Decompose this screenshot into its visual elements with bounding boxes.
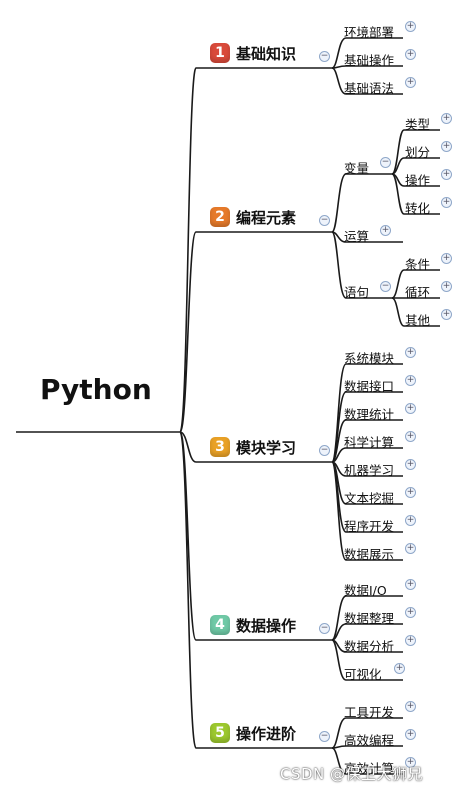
branch-1[interactable]: 1 基础知识 (210, 40, 296, 66)
expand-toggle-icon[interactable]: + (405, 543, 416, 554)
connector-line (331, 623, 403, 641)
connector-line (331, 231, 392, 299)
connector-line (331, 173, 392, 233)
topic-node[interactable]: 数据分析 (344, 639, 395, 654)
expand-toggle-icon[interactable]: + (405, 729, 416, 740)
collapse-toggle-icon[interactable]: − (319, 215, 330, 226)
expand-toggle-icon[interactable]: + (405, 347, 416, 358)
branch-label: 基础知识 (236, 44, 297, 63)
expand-toggle-icon[interactable]: + (441, 169, 452, 180)
topic-node[interactable]: 科学计算 (344, 435, 395, 450)
number-badge: 1 (210, 43, 230, 63)
expand-toggle-icon[interactable]: + (405, 515, 416, 526)
collapse-toggle-icon[interactable]: − (319, 731, 330, 742)
topic-node[interactable]: 工具开发 (344, 705, 395, 720)
expand-toggle-icon[interactable]: + (441, 281, 452, 292)
root-topic: Python (40, 373, 152, 406)
topic-node[interactable]: 变量 (344, 161, 370, 176)
topic-node[interactable]: 高效编程 (344, 733, 395, 748)
subtopic-node[interactable]: 其他 (405, 313, 431, 328)
topic-node[interactable]: 高效计算 (344, 761, 395, 776)
collapse-toggle-icon[interactable]: − (319, 51, 330, 62)
collapse-toggle-icon[interactable]: − (319, 445, 330, 456)
number-badge: 3 (210, 437, 230, 457)
connector-line (331, 747, 403, 775)
topic-node[interactable]: 机器学习 (344, 463, 395, 478)
connector-line (331, 37, 403, 69)
subtopic-node[interactable]: 条件 (405, 257, 431, 272)
expand-toggle-icon[interactable]: + (405, 701, 416, 712)
expand-toggle-icon[interactable]: + (405, 77, 416, 88)
expand-toggle-icon[interactable]: + (405, 607, 416, 618)
topic-node[interactable]: 运算 (344, 229, 370, 244)
topic-node[interactable]: 基础语法 (344, 81, 395, 96)
branch-label: 数据操作 (236, 616, 297, 635)
connector-line (179, 231, 197, 433)
connector-line (391, 269, 440, 299)
expand-toggle-icon[interactable]: + (405, 635, 416, 646)
branch-3[interactable]: 3 模块学习 (210, 434, 296, 460)
expand-toggle-icon[interactable]: + (380, 225, 391, 236)
topic-node[interactable]: 系统模块 (344, 351, 395, 366)
collapse-toggle-icon[interactable]: − (380, 157, 391, 168)
branch-4[interactable]: 4 数据操作 (210, 612, 296, 638)
watermark: CSDN @保卫大狮兄 (280, 765, 424, 783)
connector-line (331, 447, 403, 463)
connector-line (391, 157, 440, 175)
branch-label: 编程元素 (236, 208, 297, 227)
number-badge: 5 (210, 723, 230, 743)
topic-node[interactable]: 程序开发 (344, 519, 395, 534)
expand-toggle-icon[interactable]: + (405, 431, 416, 442)
branch-label: 模块学习 (236, 438, 297, 457)
expand-toggle-icon[interactable]: + (405, 579, 416, 590)
expand-toggle-icon[interactable]: + (394, 663, 405, 674)
connector-line (391, 297, 440, 327)
topic-node[interactable]: 数据I/O (344, 583, 387, 598)
expand-toggle-icon[interactable]: + (405, 403, 416, 414)
branch-2[interactable]: 2 编程元素 (210, 204, 296, 230)
connector-line (331, 461, 403, 561)
expand-toggle-icon[interactable]: + (405, 459, 416, 470)
expand-toggle-icon[interactable]: + (441, 253, 452, 264)
collapse-toggle-icon[interactable]: − (319, 623, 330, 634)
expand-toggle-icon[interactable]: + (441, 197, 452, 208)
expand-toggle-icon[interactable]: + (405, 21, 416, 32)
connector-line (331, 391, 403, 463)
topic-node[interactable]: 数据接口 (344, 379, 395, 394)
expand-toggle-icon[interactable]: + (441, 141, 452, 152)
connector-line (331, 231, 403, 243)
number-badge: 2 (210, 207, 230, 227)
topic-node[interactable]: 可视化 (344, 667, 382, 682)
connector-line (331, 67, 403, 95)
subtopic-node[interactable]: 划分 (405, 145, 431, 160)
connector-line (179, 431, 197, 749)
subtopic-node[interactable]: 操作 (405, 173, 431, 188)
connector-line (179, 431, 197, 463)
topic-node[interactable]: 数据整理 (344, 611, 395, 626)
expand-toggle-icon[interactable]: + (405, 757, 416, 768)
topic-node[interactable]: 基础操作 (344, 53, 395, 68)
connector-line (331, 639, 403, 681)
connector-line (179, 67, 197, 433)
connector-line (391, 173, 440, 215)
expand-toggle-icon[interactable]: + (405, 487, 416, 498)
expand-toggle-icon[interactable]: + (405, 49, 416, 60)
subtopic-node[interactable]: 循环 (405, 285, 431, 300)
expand-toggle-icon[interactable]: + (441, 113, 452, 124)
subtopic-node[interactable]: 转化 (405, 201, 431, 216)
branch-label: 操作进阶 (236, 724, 297, 743)
topic-node[interactable]: 数据展示 (344, 547, 395, 562)
expand-toggle-icon[interactable]: + (405, 375, 416, 386)
topic-node[interactable]: 环境部署 (344, 25, 395, 40)
topic-node[interactable]: 语句 (344, 285, 370, 300)
number-badge: 4 (210, 615, 230, 635)
connector-line (331, 717, 403, 749)
branch-5[interactable]: 5 操作进阶 (210, 720, 296, 746)
topic-node[interactable]: 数理统计 (344, 407, 395, 422)
subtopic-node[interactable]: 类型 (405, 117, 431, 132)
expand-toggle-icon[interactable]: + (441, 309, 452, 320)
topic-node[interactable]: 文本挖掘 (344, 491, 395, 506)
collapse-toggle-icon[interactable]: − (380, 281, 391, 292)
